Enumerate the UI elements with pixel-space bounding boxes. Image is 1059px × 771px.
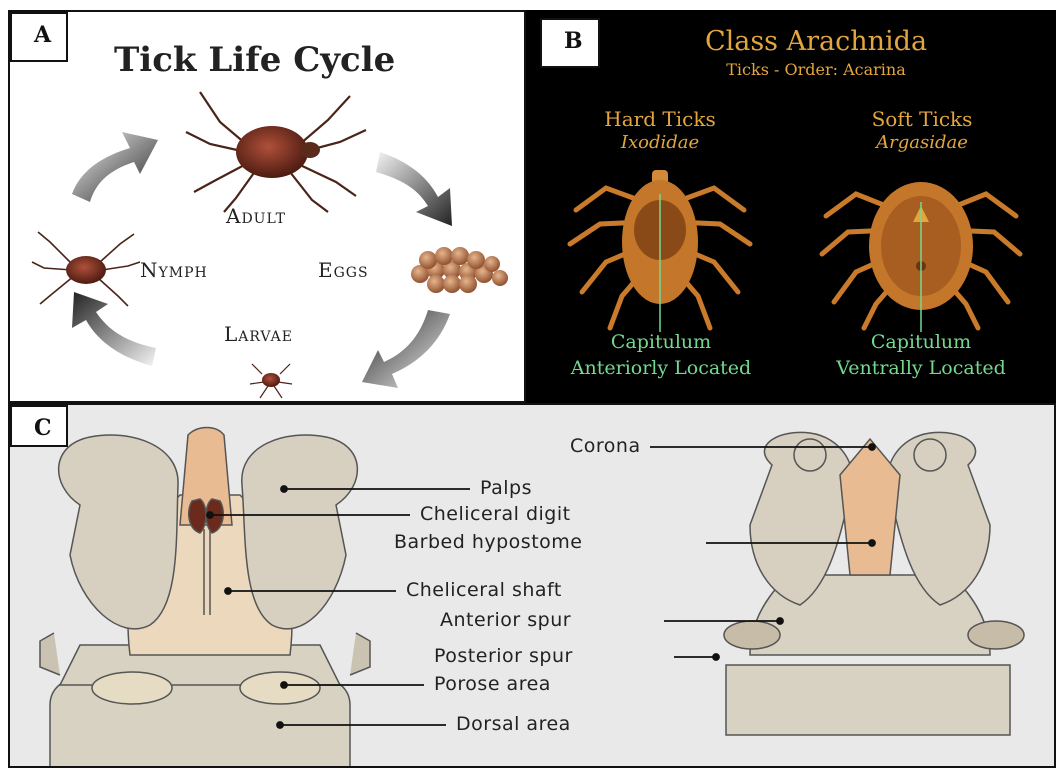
soft-capitulum-location: Ventrally Located [814, 356, 1028, 381]
soft-capitulum-label: Capitulum [814, 330, 1028, 355]
panel-a: A Tick Life Cycle Adult Nymph Eggs Larva… [8, 10, 526, 403]
ventral-capitulum-drawing [724, 432, 1024, 735]
cycle-arrow-icon [72, 132, 158, 202]
label-porose-area: Porose area [434, 673, 551, 695]
stage-adult: Adult [226, 204, 286, 228]
cycle-arrow-icon [72, 292, 156, 366]
soft-ticks-name: Soft Ticks [822, 106, 1022, 132]
arachnida-subtitle: Ticks - Order: Acarina [656, 60, 976, 79]
soft-ticks-family: Argasidae [822, 132, 1022, 153]
adult-tick-body [236, 126, 308, 178]
panel-label-a: A [10, 12, 68, 62]
label-corona: Corona [570, 435, 641, 457]
hard-capitulum-label: Capitulum [550, 330, 772, 355]
label-posterior-spur: Posterior spur [434, 645, 573, 667]
panel-c: C Corona Palps Cheliceral digit Barbed h… [8, 403, 1056, 768]
cycle-arrow-icon [376, 152, 452, 226]
hard-ticks-family: Ixodidae [560, 132, 760, 153]
stage-larvae: Larvae [224, 322, 293, 346]
arachnida-title: Class Arachnida [656, 26, 976, 57]
panel-label-c: C [10, 405, 68, 447]
label-dorsal-area: Dorsal area [456, 713, 571, 735]
dorsal-capitulum-drawing [40, 428, 370, 769]
hard-ticks-name: Hard Ticks [560, 106, 760, 132]
eggs-cluster-icon [411, 247, 508, 293]
label-cheliceral-shaft: Cheliceral shaft [406, 579, 562, 601]
panel-b: B Class Arachnida Ticks - Order: Acarina… [526, 10, 1056, 403]
label-anterior-spur: Anterior spur [440, 609, 571, 631]
label-cheliceral-digit: Cheliceral digit [420, 503, 571, 525]
panel-label-b: B [540, 18, 600, 68]
stage-nymph: Nymph [140, 258, 208, 282]
stage-eggs: Eggs [318, 258, 369, 282]
label-barbed-hypostome: Barbed hypostome [394, 531, 582, 553]
label-palps: Palps [480, 477, 532, 499]
life-cycle-title: Tick Life Cycle [114, 40, 395, 80]
cycle-arrow-icon [362, 310, 450, 388]
hard-capitulum-location: Anteriorly Located [550, 356, 772, 381]
